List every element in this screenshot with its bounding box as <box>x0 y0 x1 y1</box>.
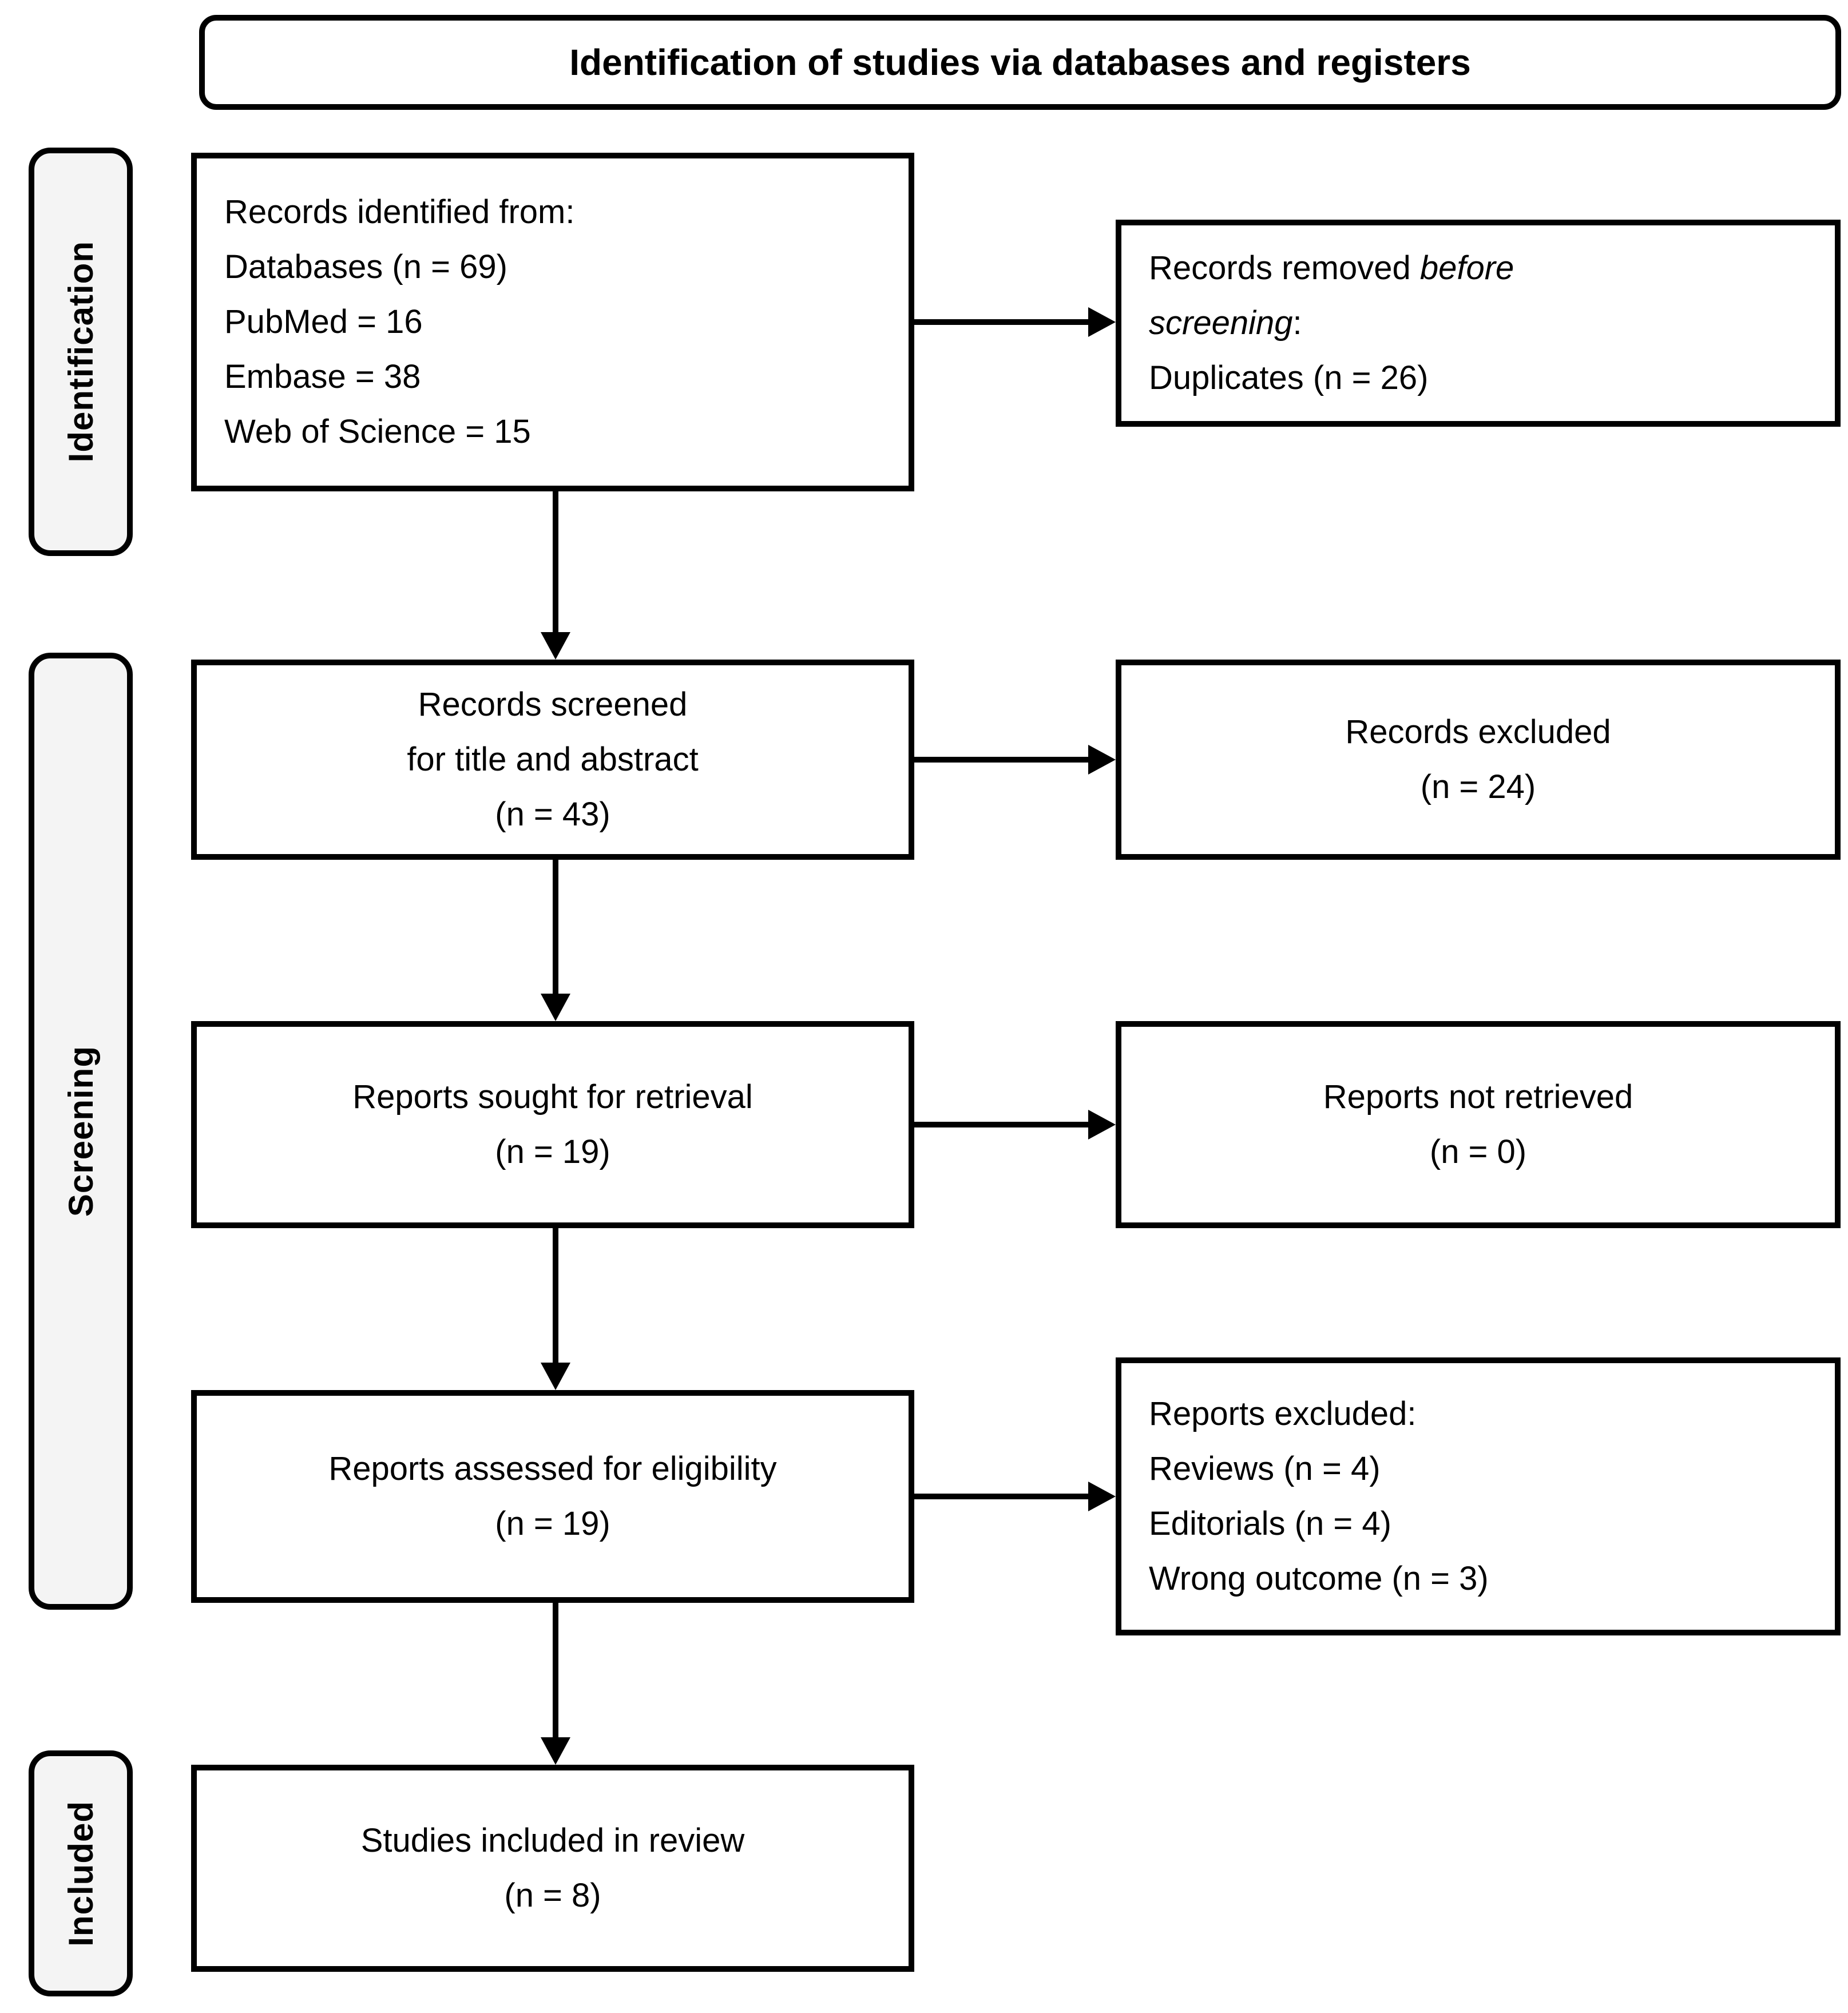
reports-sought-box: Reports sought for retrieval (n = 19) <box>191 1021 914 1228</box>
stage-identification: Identification <box>29 148 133 556</box>
box-line: Studies included in review <box>360 1822 745 1859</box>
arrow-screened-to-sought-icon <box>553 860 558 995</box>
box-line: Reports sought for retrieval <box>352 1078 753 1115</box>
box-line: Records screened <box>418 686 688 723</box>
box-line: Reviews (n = 4) <box>1149 1450 1381 1487</box>
records-excluded-box: Records excluded (n = 24) <box>1116 660 1841 860</box>
reports-not-retrieved-box: Reports not retrieved (n = 0) <box>1116 1021 1841 1228</box>
box-line: (n = 19) <box>495 1133 610 1170</box>
records-identified-box: Records identified from: Databases (n = 6… <box>191 153 914 491</box>
box-line: Reports not retrieved <box>1323 1078 1633 1115</box>
arrow-identified-to-screened-icon <box>553 491 558 633</box>
arrow-assessed-to-reports-excluded-icon <box>914 1494 1089 1499</box>
box-line: Reports excluded: <box>1149 1395 1417 1432</box>
arrow-assessed-to-included-icon <box>553 1603 558 1738</box>
box-line: Records identified from: <box>224 193 575 231</box>
box-line: for title and abstract <box>407 741 699 778</box>
box-line: Web of Science = 15 <box>224 413 531 450</box>
box-line: PubMed = 16 <box>224 303 423 340</box>
box-line: Wrong outcome (n = 3) <box>1149 1560 1489 1597</box>
stage-included: Included <box>29 1750 133 1996</box>
box-line: Embase = 38 <box>224 358 421 395</box>
box-line: screening: <box>1149 304 1302 342</box>
box-line: Reports assessed for eligibility <box>328 1450 777 1487</box>
box-line: Editorials (n = 4) <box>1149 1505 1391 1542</box>
diagram-title: Identification of studies via databases … <box>569 42 1471 83</box>
stage-included-label: Included <box>61 1800 100 1947</box>
box-line: Records excluded <box>1345 713 1611 751</box>
stage-screening: Screening <box>29 653 133 1610</box>
reports-excluded-box: Reports excluded: Reviews (n = 4) Editoria… <box>1116 1357 1841 1635</box>
box-line: Databases (n = 69) <box>224 248 507 285</box>
arrow-sought-to-assessed-icon <box>553 1228 558 1364</box>
stage-screening-label: Screening <box>61 1045 100 1217</box>
reports-assessed-box: Reports assessed for eligibility (n = 19) <box>191 1390 914 1603</box>
arrow-screened-to-excluded-icon <box>914 757 1089 763</box>
stage-identification-label: Identification <box>61 241 100 463</box>
box-line: Records removed before <box>1149 249 1514 287</box>
diagram-title-box: Identification of studies via databases … <box>199 15 1841 110</box>
arrow-identified-to-removed-icon <box>914 319 1089 325</box>
box-line: (n = 43) <box>495 796 610 833</box>
records-screened-box: Records screened for title and abstract (n… <box>191 660 914 860</box>
box-line: Duplicates (n = 26) <box>1149 359 1429 396</box>
box-line: (n = 0) <box>1429 1133 1527 1170</box>
box-line: (n = 8) <box>504 1877 601 1914</box>
box-line: (n = 24) <box>1420 768 1536 805</box>
arrow-sought-to-not-retrieved-icon <box>914 1122 1089 1127</box>
studies-included-box: Studies included in review (n = 8) <box>191 1765 914 1972</box>
records-removed-box: Records removed before screening: Duplicat… <box>1116 220 1841 427</box>
box-line: (n = 19) <box>495 1505 610 1542</box>
